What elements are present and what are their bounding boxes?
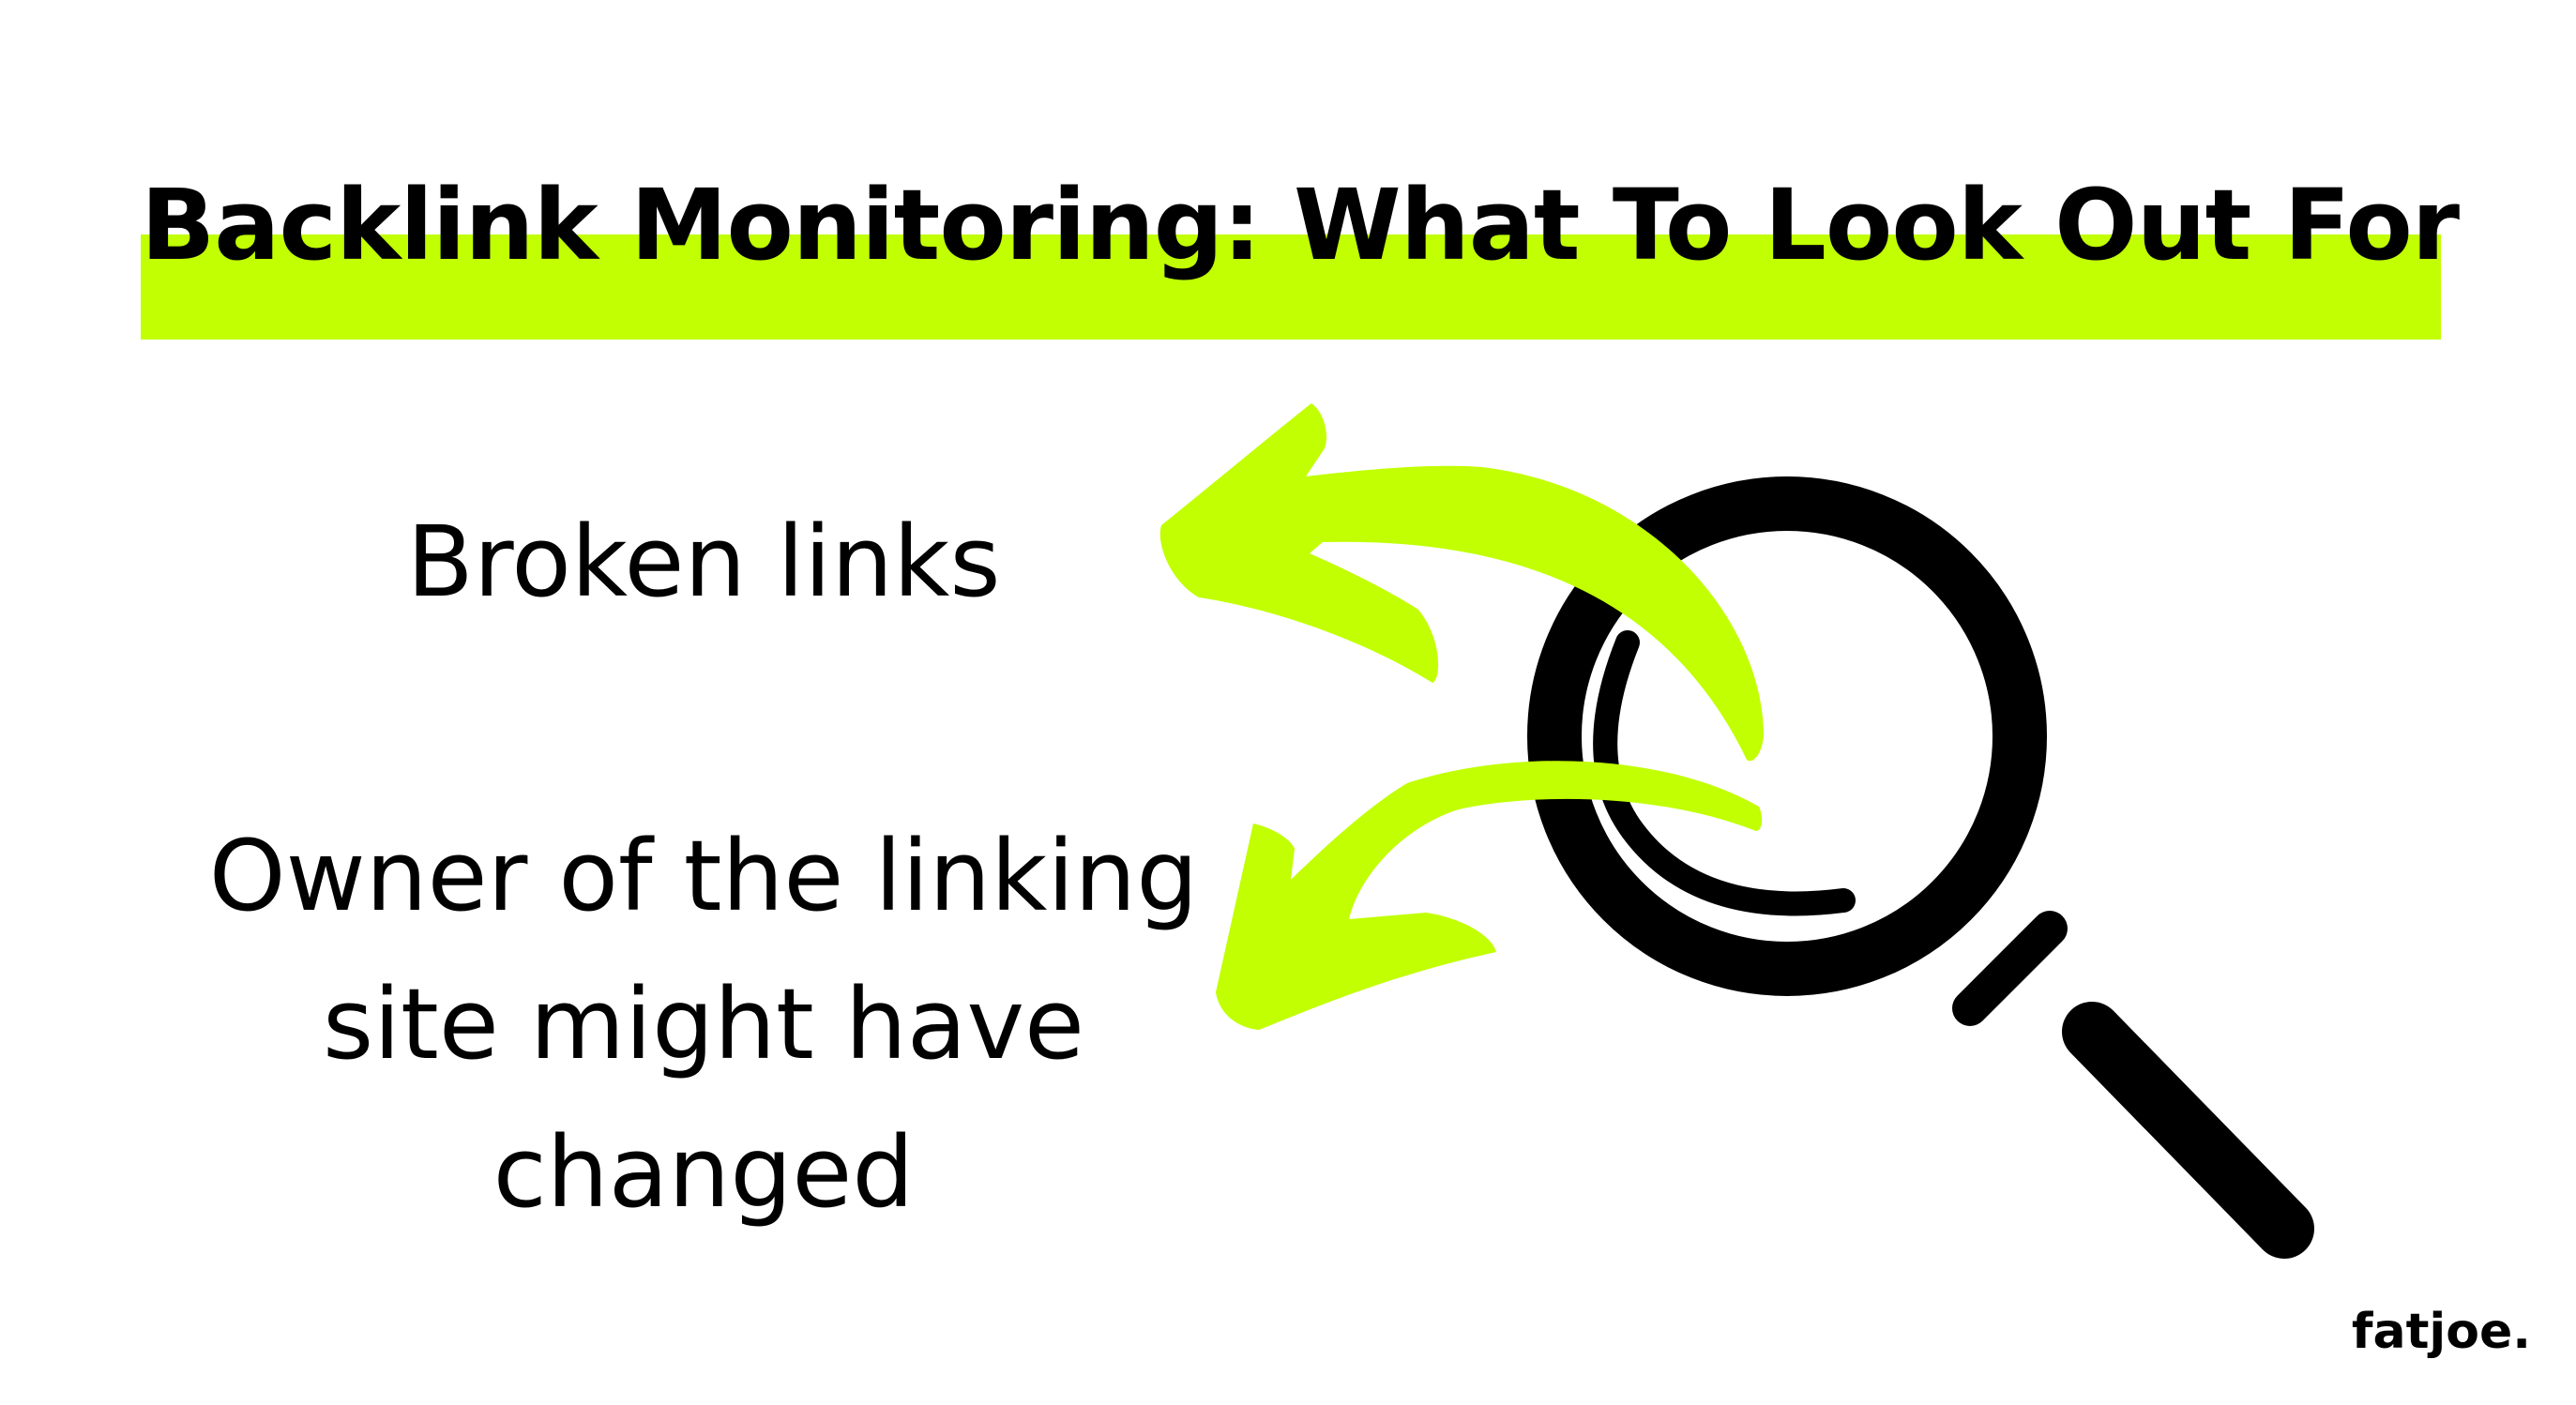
magnifying-glass-icon [1527,476,2314,1259]
list-item-broken-links: Broken links [406,505,1001,619]
list-item-owner-changed: Owner of the linking site might have cha… [208,819,1199,1230]
brand-logo: fatjoe. [2351,1304,2531,1360]
title-highlight-bar [141,234,2441,340]
curved-arrow-down-left-icon [1216,761,1763,1030]
page-title: Backlink Monitoring: What To Look Out Fo… [141,168,2460,282]
curved-arrow-up-left-icon [1159,403,1764,762]
